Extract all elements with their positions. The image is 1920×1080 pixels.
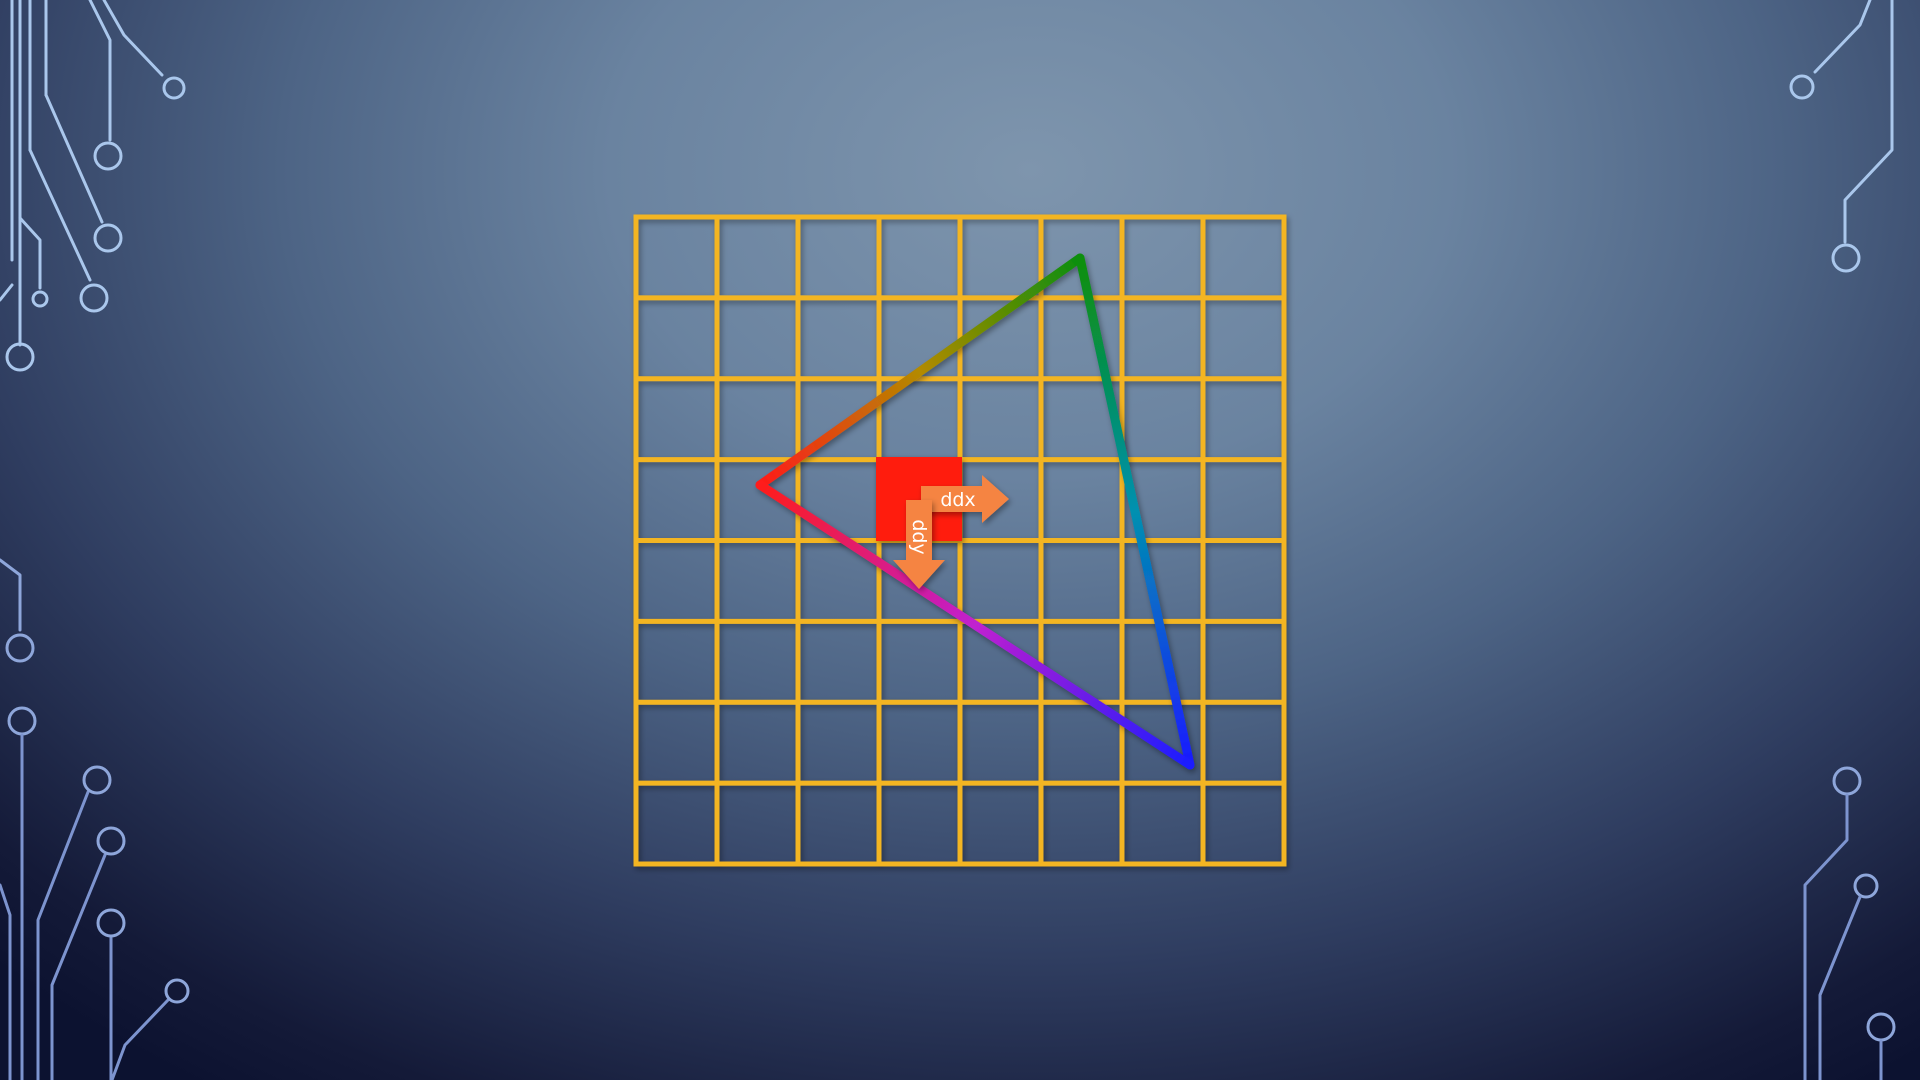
- ddy-arrow-shape: [893, 500, 945, 589]
- triangle-edge-green-blue: [1075, 253, 1195, 770]
- circuit-decoration-bottom-right: [1803, 766, 1896, 1080]
- ddy-arrow: ddy: [893, 500, 945, 589]
- circuit-decoration-top-right: [1789, 0, 1894, 273]
- triangle-edge-blue-red: [755, 480, 1195, 770]
- triangle: [755, 253, 1195, 770]
- ddy-label: ddy: [908, 519, 930, 554]
- triangle-edge-red-green: [755, 253, 1085, 490]
- ddx-arrow: ddx: [921, 475, 1009, 523]
- circuit-decoration-bottom-left: [0, 558, 190, 1080]
- ddx-label: ddx: [940, 489, 975, 511]
- circuit-decoration-top-left: [0, 0, 186, 372]
- ddx-arrow-shape: [921, 475, 1009, 523]
